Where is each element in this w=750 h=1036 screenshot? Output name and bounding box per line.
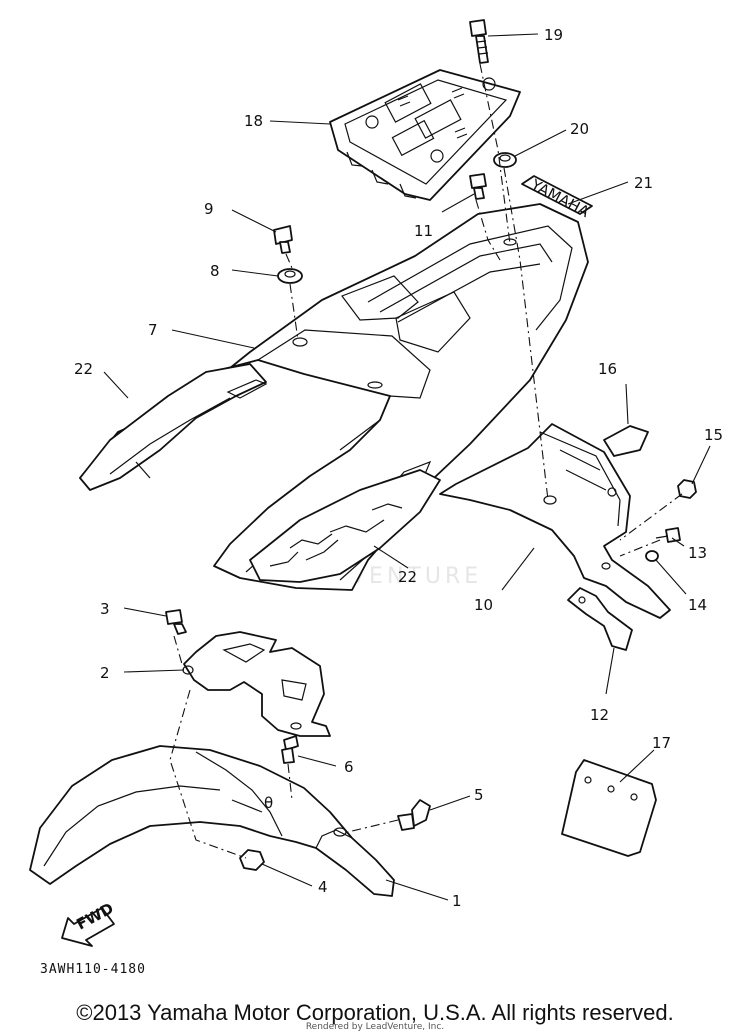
callout-4: 4 bbox=[318, 878, 328, 896]
callout-8: 8 bbox=[210, 262, 220, 280]
bolt-part-9 bbox=[273, 225, 293, 254]
callout-9: 9 bbox=[204, 200, 214, 218]
rear-fender-part-7 bbox=[79, 203, 589, 591]
callout-3: 3 bbox=[100, 600, 110, 618]
diagram-code: 3AWH110-4180 bbox=[40, 962, 146, 977]
callout-7: 7 bbox=[148, 321, 158, 339]
bolt-part-3 bbox=[165, 609, 187, 635]
callout-12: 12 bbox=[590, 706, 609, 724]
callout-1: 1 bbox=[452, 892, 462, 910]
callout-11: 11 bbox=[414, 222, 433, 240]
copyright-notice: ©2013 Yamaha Motor Corporation, U.S.A. A… bbox=[76, 1000, 674, 1025]
plate-part-17 bbox=[561, 759, 657, 857]
fender-bracket-part-2 bbox=[182, 631, 331, 737]
callout-10: 10 bbox=[474, 596, 493, 614]
bolt-part-11 bbox=[469, 173, 487, 200]
front-fender-part-1: θ bbox=[29, 745, 395, 897]
callout-13: 13 bbox=[688, 544, 707, 562]
callout-21: 21 bbox=[634, 174, 653, 192]
screw-part-13 bbox=[655, 527, 681, 543]
callout-5: 5 bbox=[474, 786, 484, 804]
rendered-by-notice: Rendered by LeadVenture, Inc. bbox=[305, 1022, 445, 1032]
fender-mark: θ bbox=[264, 794, 273, 812]
tail-flap-part-10 bbox=[439, 423, 671, 619]
rear-carrier-part-18 bbox=[329, 69, 521, 201]
nut-part-4 bbox=[239, 849, 265, 871]
reflector-part-16 bbox=[603, 425, 649, 457]
callout-18: 18 bbox=[244, 112, 263, 130]
parts-diagram: VENTURE YAMAHA bbox=[29, 19, 723, 947]
callout-20: 20 bbox=[570, 120, 589, 138]
bracket-part-12 bbox=[567, 587, 633, 651]
callout-16: 16 bbox=[598, 360, 617, 378]
callout-6: 6 bbox=[344, 758, 354, 776]
callout-19: 19 bbox=[544, 26, 563, 44]
grommet-part-5 bbox=[397, 799, 431, 831]
bolt-part-6 bbox=[281, 735, 299, 764]
watermark-text: VENTURE bbox=[350, 564, 482, 589]
callout-numbers: 1 2 3 4 5 6 7 8 9 10 11 12 13 14 15 16 1… bbox=[74, 26, 723, 910]
callout-22-bottom: 22 bbox=[398, 568, 417, 586]
callout-17: 17 bbox=[652, 734, 671, 752]
grommet-part-20 bbox=[493, 152, 517, 168]
callout-22-top: 22 bbox=[74, 360, 93, 378]
side-decal-part-22 bbox=[249, 469, 441, 583]
assembly-lines bbox=[169, 63, 683, 859]
callout-15: 15 bbox=[704, 426, 723, 444]
bolt-part-19 bbox=[469, 19, 489, 64]
side-cover-part-22 bbox=[79, 363, 268, 491]
callout-2: 2 bbox=[100, 664, 110, 682]
forward-arrow-icon: FWD bbox=[61, 899, 117, 947]
grommet-part-8 bbox=[277, 268, 303, 284]
callout-14: 14 bbox=[688, 596, 707, 614]
leader-lines bbox=[103, 33, 711, 901]
washer-part-14 bbox=[645, 550, 659, 562]
